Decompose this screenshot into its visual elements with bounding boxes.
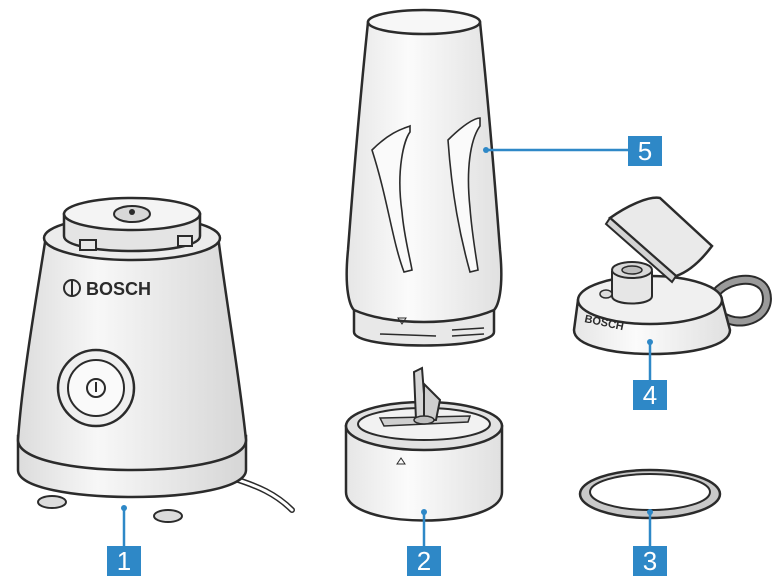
bosch-logo-text: BOSCH [86, 279, 151, 299]
foot-mid [153, 509, 183, 523]
bosch-logo: BOSCH [63, 279, 151, 299]
callout-5-number: 5 [637, 136, 653, 166]
callout-2: 2 [407, 546, 441, 576]
drinking-lid: BOSCH [572, 196, 772, 380]
flip-cap [607, 196, 714, 278]
power-button [56, 348, 136, 428]
callout-4-number: 4 [642, 380, 658, 410]
callout-1: 1 [107, 546, 141, 576]
motor-base: BOSCH [16, 196, 295, 546]
sealing-ring [578, 468, 722, 546]
callout-1-number: 1 [116, 546, 132, 576]
callout-3-number: 3 [642, 546, 658, 576]
blade-assembly [344, 366, 504, 546]
callout-3: 3 [633, 546, 667, 576]
power-cord [229, 475, 295, 513]
blender-bottle [345, 8, 628, 347]
power-icon [86, 378, 106, 398]
foot-left [37, 495, 67, 509]
callout-2-number: 2 [416, 546, 432, 576]
callout-4: 4 [633, 380, 667, 410]
callout-5: 5 [628, 136, 662, 166]
